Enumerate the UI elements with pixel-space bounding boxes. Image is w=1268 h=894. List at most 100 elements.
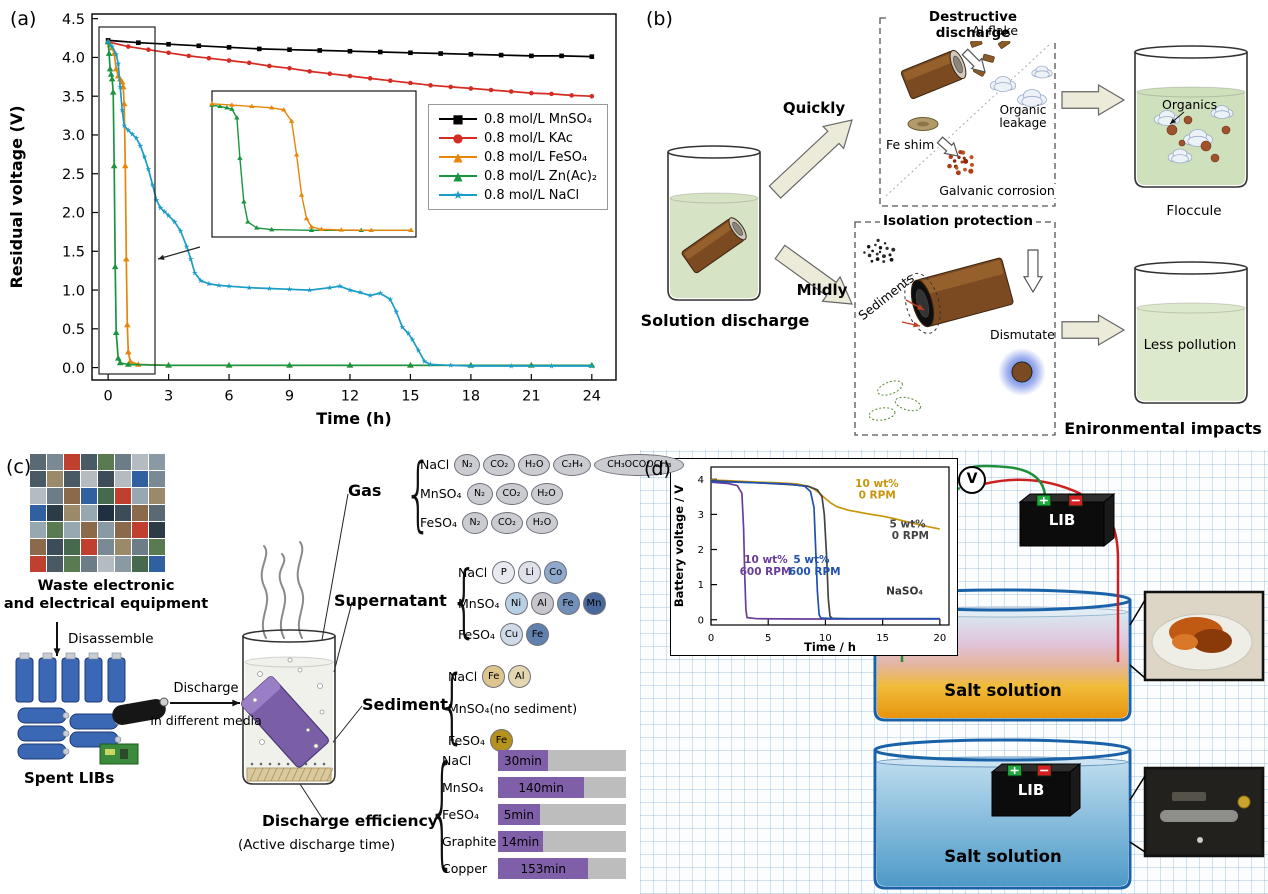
- legend-item: ▲ 0.8 mol/L Zn(Ac)₂: [439, 168, 598, 184]
- efficiency-bar-track: 30min: [498, 750, 626, 771]
- legend-marker-icon: ▲: [439, 169, 477, 183]
- efficiency-category-label: FeSO₄: [442, 807, 479, 822]
- species-chip: Fe: [482, 665, 506, 688]
- recycling-flow-diagram: [15, 454, 363, 819]
- organic-leakage-label-2: leakage: [999, 116, 1047, 130]
- salt-label: NaCl: [458, 565, 488, 580]
- dismutate-label: Dismutate: [990, 327, 1055, 342]
- svg-text:0 RPM: 0 RPM: [859, 490, 896, 502]
- salt-label: MnSO₄: [458, 596, 500, 611]
- legend-marker-icon: ★: [439, 188, 477, 202]
- legend-item: ★0.8 mol/L NaCl: [439, 188, 597, 203]
- discharge-pathway-diagram: [667, 17, 1248, 436]
- environmental-impacts-label: Enironmental impacts: [1064, 419, 1262, 438]
- efficiency-bar-fill: 140min: [498, 777, 585, 798]
- legend-item: ■0.8 mol/L MnSO₄: [439, 111, 597, 127]
- svg-text:4.5: 4.5: [62, 12, 85, 28]
- efficiency-row: FeSO₄ 5min: [442, 804, 626, 825]
- curly-brace-efficiency: {: [428, 739, 457, 882]
- legend-label: 0.8 mol/L FeSO₄: [484, 149, 588, 165]
- efficiency-category-label: Graphite: [442, 834, 497, 849]
- species-chip: N₂: [466, 482, 493, 505]
- svg-text:5 wt%: 5 wt%: [793, 554, 830, 566]
- species-chip: P: [492, 561, 516, 584]
- legend-item: ▲0.8 mol/L FeSO₄: [439, 149, 597, 165]
- efficiency-time-value: 140min: [518, 780, 564, 795]
- panel-c-label: (c): [6, 456, 32, 478]
- svg-text:2: 2: [698, 545, 704, 556]
- svg-text:Time (h): Time (h): [316, 409, 392, 428]
- organic-leakage-label-1: Organic: [999, 103, 1047, 117]
- svg-text:18: 18: [462, 389, 480, 405]
- svg-text:10 wt%: 10 wt%: [744, 554, 788, 566]
- species-chip: Ni: [504, 592, 528, 615]
- residual-voltage-inset-chart: [205, 85, 423, 245]
- svg-text:5 wt%: 5 wt%: [890, 519, 927, 531]
- salt-label: MnSO₄(no sediment): [448, 701, 578, 716]
- svg-text:Battery voltage / V: Battery voltage / V: [672, 485, 686, 607]
- isolation-protection-title: Isolation protection: [880, 213, 1036, 230]
- svg-text:0.0: 0.0: [62, 361, 85, 377]
- svg-text:1.5: 1.5: [62, 244, 85, 260]
- species-chip: H₂O: [518, 453, 551, 476]
- svg-text:600 RPM: 600 RPM: [789, 566, 841, 578]
- salt-label: NaCl: [448, 669, 478, 684]
- waste-equipment-label-2: and electrical equipment: [3, 596, 209, 612]
- salt-solution-label-bottom: Salt solution: [944, 847, 1062, 866]
- svg-text:21: 21: [522, 389, 540, 405]
- lib-label-bottom: LIB: [1017, 781, 1045, 799]
- species-chip: CO₂: [490, 511, 523, 534]
- svg-text:5: 5: [765, 633, 771, 644]
- legend-item: ●0.8 mol/L KAc: [439, 130, 597, 146]
- panel-b: (b) Quickly Mildly Solution discharge De…: [640, 0, 1268, 450]
- legend-label: 0.8 mol/L MnSO₄: [484, 111, 592, 127]
- panel-b-label: (b): [646, 8, 673, 30]
- efficiency-time-value: 30min: [503, 753, 542, 768]
- efficiency-time-value: 5min: [503, 807, 534, 822]
- svg-text:2.5: 2.5: [62, 167, 85, 183]
- species-chip: N₂: [454, 453, 481, 476]
- efficiency-bar-track: 140min: [498, 777, 626, 798]
- salt-label: NaCl: [420, 457, 450, 472]
- svg-text:6: 6: [224, 389, 233, 405]
- legend-label: 0.8 mol/L Zn(Ac)₂: [484, 168, 598, 184]
- svg-text:3.0: 3.0: [62, 128, 85, 144]
- svg-text:9: 9: [285, 389, 294, 405]
- organics-label: Organics: [1162, 97, 1218, 112]
- svg-text:1: 1: [698, 580, 704, 591]
- svg-text:1.0: 1.0: [62, 283, 85, 299]
- svg-text:15: 15: [876, 633, 889, 644]
- svg-text:12: 12: [341, 389, 359, 405]
- svg-text:3: 3: [164, 389, 173, 405]
- chart-legend: ■0.8 mol/L MnSO₄●0.8 mol/L KAc▲0.8 mol/L…: [428, 104, 609, 210]
- fe-shim-label: Fe shim: [886, 137, 935, 152]
- efficiency-bar-track: 14min: [498, 831, 626, 852]
- svg-text:3.5: 3.5: [62, 89, 85, 105]
- species-chip: Cu: [499, 623, 523, 646]
- legend-label: 0.8 mol/L KAc: [484, 130, 573, 146]
- less-pollution-label: Less pollution: [1143, 337, 1237, 353]
- curly-brace-gas: {: [404, 445, 433, 541]
- svg-text:4: 4: [698, 475, 704, 486]
- svg-text:0: 0: [698, 615, 704, 626]
- lib-label-top: LIB: [1048, 511, 1076, 529]
- svg-text:600 RPM: 600 RPM: [740, 566, 792, 578]
- curly-brace-supernatant: {: [450, 553, 479, 646]
- destructive-discharge-title: Destructive discharge: [887, 9, 1059, 42]
